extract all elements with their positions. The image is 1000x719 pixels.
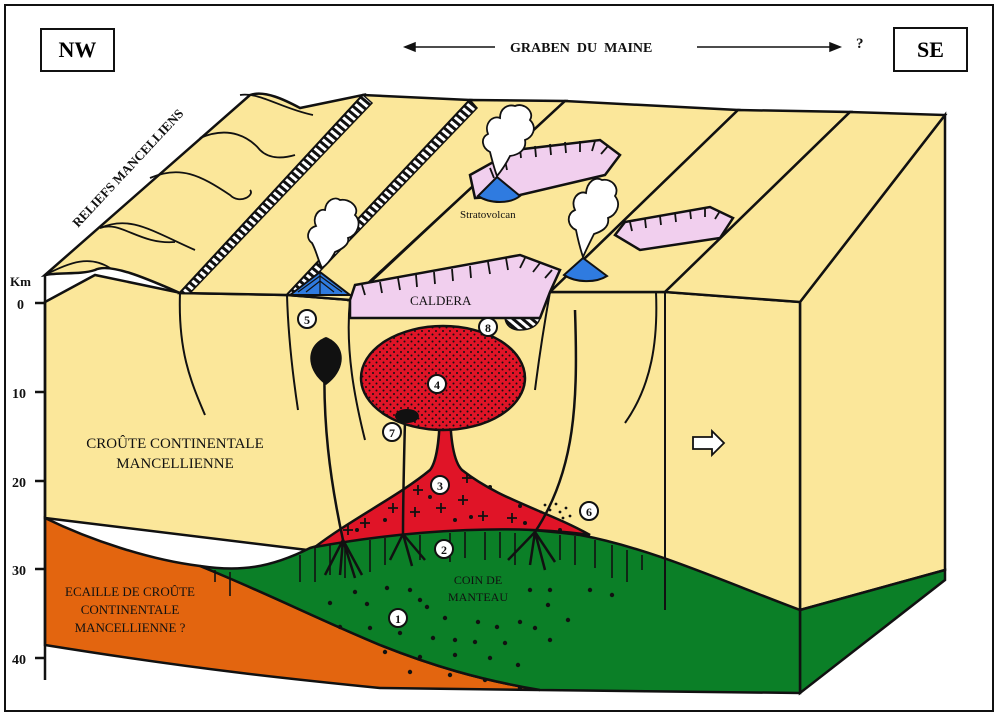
depth-axis xyxy=(35,275,47,680)
svg-text:7: 7 xyxy=(389,426,395,440)
svg-text:3: 3 xyxy=(437,479,443,493)
stratovolcan-label: Stratovolcan xyxy=(460,209,516,221)
mafic-enclave xyxy=(395,409,419,423)
fault-scarp-1 xyxy=(178,93,374,294)
marker-8: 8 xyxy=(478,317,498,337)
caldera-right xyxy=(613,205,735,252)
mantle-wedge xyxy=(199,525,802,695)
depth-tick-40: 40 xyxy=(12,653,26,668)
graben-unknown-mark: ? xyxy=(856,36,864,52)
svg-text:8: 8 xyxy=(485,321,491,335)
caldera-ticks xyxy=(361,140,721,296)
eruption-plume-right xyxy=(567,177,619,260)
mantle-label-line2: MANTEAU xyxy=(448,590,508,604)
graben-extent-arrow xyxy=(402,41,843,53)
relief-contours xyxy=(44,93,314,276)
reliefs-mancelliens-block xyxy=(40,92,367,295)
diagram-frame xyxy=(4,4,994,712)
marker-6: 6 xyxy=(579,501,599,521)
marker-2: 2 xyxy=(434,539,454,559)
intrusion-spots xyxy=(539,502,572,520)
slice-label-line1: ECAILLE DE CROÛTE xyxy=(65,584,195,599)
nw-direction-box: NW xyxy=(40,28,115,72)
svg-text:5: 5 xyxy=(304,313,310,327)
magma-crosses xyxy=(343,473,517,535)
marker-1: 1 xyxy=(388,608,408,628)
graben-title: GRABEN DU MAINE xyxy=(510,41,652,56)
diapir xyxy=(310,337,342,385)
depth-unit-label: Km xyxy=(10,274,31,289)
caldera-main xyxy=(348,253,562,320)
depth-tick-30: 30 xyxy=(12,564,26,579)
eruption-plume-center xyxy=(482,104,535,178)
svg-text:4: 4 xyxy=(434,378,440,392)
depth-tick-20: 20 xyxy=(12,476,26,491)
slice-label-line3: MANCELLIENNE ? xyxy=(75,620,186,635)
svg-text:6: 6 xyxy=(586,505,592,519)
depth-tick-0: 0 xyxy=(17,298,24,313)
marker-5: 5 xyxy=(297,309,317,329)
depth-tick-10: 10 xyxy=(12,387,26,402)
marker-4: 4 xyxy=(427,374,447,394)
svg-text:1: 1 xyxy=(395,612,401,626)
underplated-magma xyxy=(314,403,591,549)
stratovolcano-right xyxy=(562,256,609,283)
slice-label-line2: CONTINENTALE xyxy=(81,602,180,617)
horst-block-se xyxy=(662,110,948,304)
eruption-plume-left xyxy=(307,197,360,270)
fault-trace xyxy=(351,179,481,301)
caldera-label: CALDERA xyxy=(410,293,472,308)
caldera-fill xyxy=(504,317,541,331)
crust-label-line1: CROÛTE CONTINENTALE xyxy=(86,435,264,452)
volcano-layers xyxy=(297,272,343,295)
stratovolcano-center xyxy=(476,175,522,203)
magma-dots xyxy=(355,485,562,532)
crust-label-line2: MANCELLIENNE xyxy=(116,456,233,472)
se-direction-box: SE xyxy=(893,27,968,72)
marker-3: 3 xyxy=(430,475,450,495)
marker-7: 7 xyxy=(382,422,402,442)
mantle-label-line1: COIN DE xyxy=(454,573,502,587)
svg-text:2: 2 xyxy=(441,543,447,557)
extension-arrow-icon xyxy=(692,428,726,458)
